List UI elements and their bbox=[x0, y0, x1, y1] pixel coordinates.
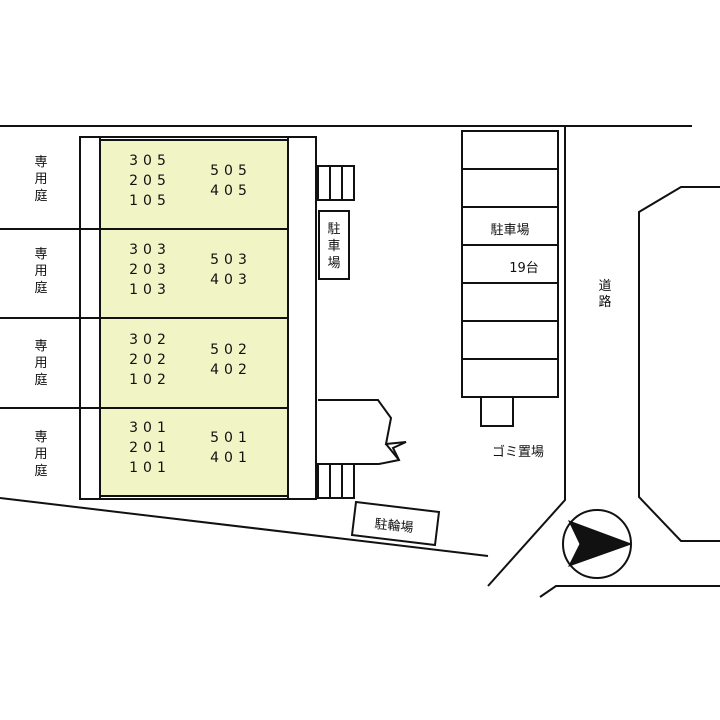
compass-icon bbox=[562, 509, 633, 579]
road-edge-bottom bbox=[539, 585, 720, 598]
unit-number: 103 bbox=[129, 282, 171, 298]
unit-number: 205 bbox=[129, 173, 171, 189]
unit-number: 303 bbox=[129, 242, 171, 258]
unit-number: 201 bbox=[129, 440, 171, 456]
unit-number: 305 bbox=[129, 153, 171, 169]
garbage-box bbox=[480, 396, 514, 427]
bicycle-box bbox=[350, 500, 441, 547]
bicycle-label: 駐輪場 bbox=[374, 516, 414, 536]
entrance-canopy bbox=[318, 399, 407, 465]
staircase-upper bbox=[317, 165, 355, 201]
private-garden-label: 専用庭 bbox=[34, 430, 47, 479]
unit-number: 105 bbox=[129, 193, 171, 209]
unit-block-1 bbox=[99, 139, 289, 230]
unit-number: 503 bbox=[210, 252, 252, 268]
parking-small-label: 駐車場 bbox=[327, 222, 340, 271]
road-edge bbox=[638, 186, 720, 542]
site-boundary-bottom bbox=[0, 497, 489, 557]
unit-number: 403 bbox=[210, 272, 252, 288]
unit-number: 102 bbox=[129, 372, 171, 388]
site-boundary-right bbox=[487, 126, 566, 587]
corridor-strip bbox=[287, 136, 317, 500]
unit-number: 302 bbox=[129, 332, 171, 348]
unit-number: 402 bbox=[210, 362, 252, 378]
unit-number: 301 bbox=[129, 420, 171, 436]
parking-capacity: 19台 bbox=[509, 261, 539, 276]
parking-small-box bbox=[318, 210, 350, 280]
unit-number: 401 bbox=[210, 450, 252, 466]
garbage-label: ゴミ置場 bbox=[492, 444, 544, 460]
unit-block-4 bbox=[99, 407, 289, 497]
unit-number: 203 bbox=[129, 262, 171, 278]
private-garden-label: 専用庭 bbox=[34, 247, 47, 296]
unit-block-3 bbox=[99, 317, 289, 409]
unit-number: 202 bbox=[129, 352, 171, 368]
private-garden-label: 専用庭 bbox=[34, 339, 47, 388]
parking-lot-label: 駐車場 bbox=[490, 223, 529, 238]
unit-number: 502 bbox=[210, 342, 252, 358]
unit-number: 501 bbox=[210, 430, 252, 446]
unit-block-2 bbox=[99, 228, 289, 319]
road-label: 道路 bbox=[598, 279, 611, 310]
unit-number: 405 bbox=[210, 183, 252, 199]
private-garden-label: 専用庭 bbox=[34, 155, 47, 204]
unit-number: 101 bbox=[129, 460, 171, 476]
staircase-lower bbox=[317, 463, 355, 499]
unit-number: 505 bbox=[210, 163, 252, 179]
